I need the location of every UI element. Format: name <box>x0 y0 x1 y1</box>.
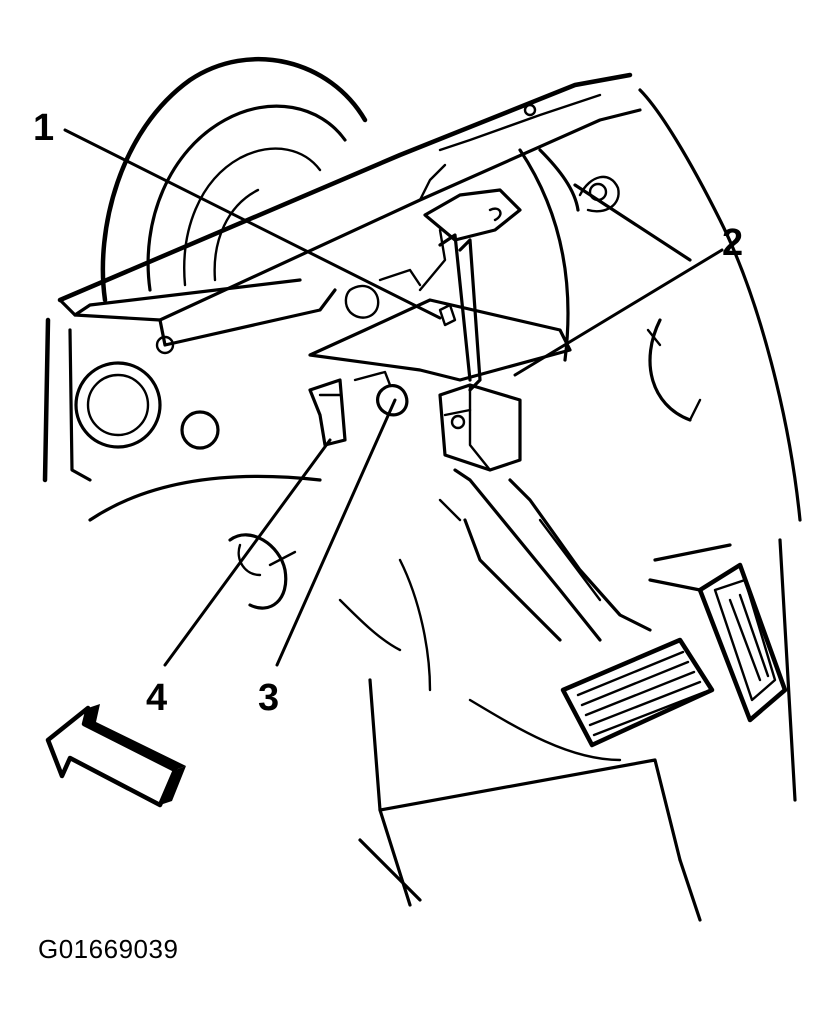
callout-2: 2 <box>722 222 743 264</box>
clip-and-retainer <box>308 370 409 447</box>
leader-lines <box>63 128 724 667</box>
front-direction-arrow-icon <box>45 704 186 808</box>
wheel-well-illustration <box>100 57 368 303</box>
accelerator-pedal <box>648 543 788 723</box>
sensor-module <box>438 383 522 472</box>
callout-4: 4 <box>146 677 167 719</box>
brake-pedal-arm <box>453 468 652 642</box>
brake-pedal-pad <box>560 637 715 748</box>
leader-line-4 <box>163 438 332 667</box>
callout-3: 3 <box>258 677 279 719</box>
left-dash-panel <box>42 317 322 522</box>
floor-panel <box>228 498 797 922</box>
firewall-right-side <box>518 88 802 522</box>
figure-id: G01669039 <box>38 934 179 964</box>
pedal-bracket <box>308 188 572 392</box>
leader-line-3 <box>275 398 397 667</box>
dashboard-cross-member <box>57 72 642 347</box>
leader-line-2 <box>513 248 724 377</box>
leader-line-1 <box>63 128 442 320</box>
callout-1: 1 <box>33 107 54 149</box>
